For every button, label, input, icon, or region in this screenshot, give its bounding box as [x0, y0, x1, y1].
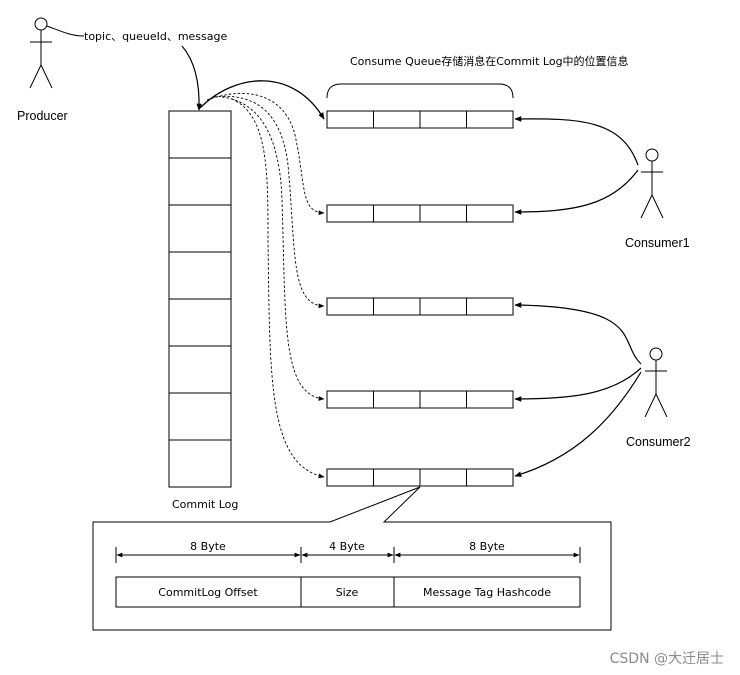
producer-connector — [46, 25, 85, 37]
consumer2-label: Consumer2 — [626, 435, 691, 449]
commit-log-label: Commit Log — [172, 498, 238, 511]
consume-queue-5 — [326, 468, 514, 487]
entry-format-callout — [92, 486, 612, 631]
consumer2-to-queue-3-arrow — [514, 302, 642, 365]
size-field: Size — [336, 586, 359, 599]
watermark: CSDN @大迁居士 — [610, 651, 724, 667]
size-size-label: 4 Byte — [329, 540, 365, 553]
consumer2-figure — [644, 347, 668, 418]
message-tag-hashcode-field: Message Tag Hashcode — [423, 586, 551, 599]
byte-size-dimensions — [115, 547, 581, 563]
consume-queue-brace — [326, 83, 514, 99]
consume-queue-3 — [326, 297, 514, 316]
consumer2-to-queue-5-arrow — [514, 371, 642, 477]
commitlog-to-queue-dashed-arrows — [206, 93, 325, 479]
producer-label: Producer — [17, 109, 68, 123]
commit-log-stack — [168, 110, 232, 488]
consumer1-to-queue-1-arrow — [514, 116, 639, 166]
consume-queue-2 — [326, 204, 514, 223]
consumer1-to-queue-2-arrow — [514, 169, 639, 215]
consume-queue-4 — [326, 390, 514, 409]
commitlog-offset-field: CommitLog Offset — [158, 586, 258, 599]
consumer1-label: Consumer1 — [625, 236, 690, 250]
hashcode-size-label: 8 Byte — [469, 540, 505, 553]
consume-queue-caption: Consume Queue存储消息在Commit Log中的位置信息 — [350, 54, 629, 68]
producer-to-commitlog-arrow — [181, 45, 203, 111]
offset-size-label: 8 Byte — [190, 540, 226, 553]
producer-figure — [29, 17, 53, 89]
consumer1-figure — [640, 148, 664, 219]
consume-queue-1 — [326, 110, 514, 129]
commitlog-to-queue-1-arrow — [199, 80, 325, 120]
entry-fields-row — [115, 576, 581, 608]
consumer2-to-queue-4-arrow — [514, 367, 642, 402]
producer-fields-label: topic、queueId、message — [84, 30, 227, 43]
